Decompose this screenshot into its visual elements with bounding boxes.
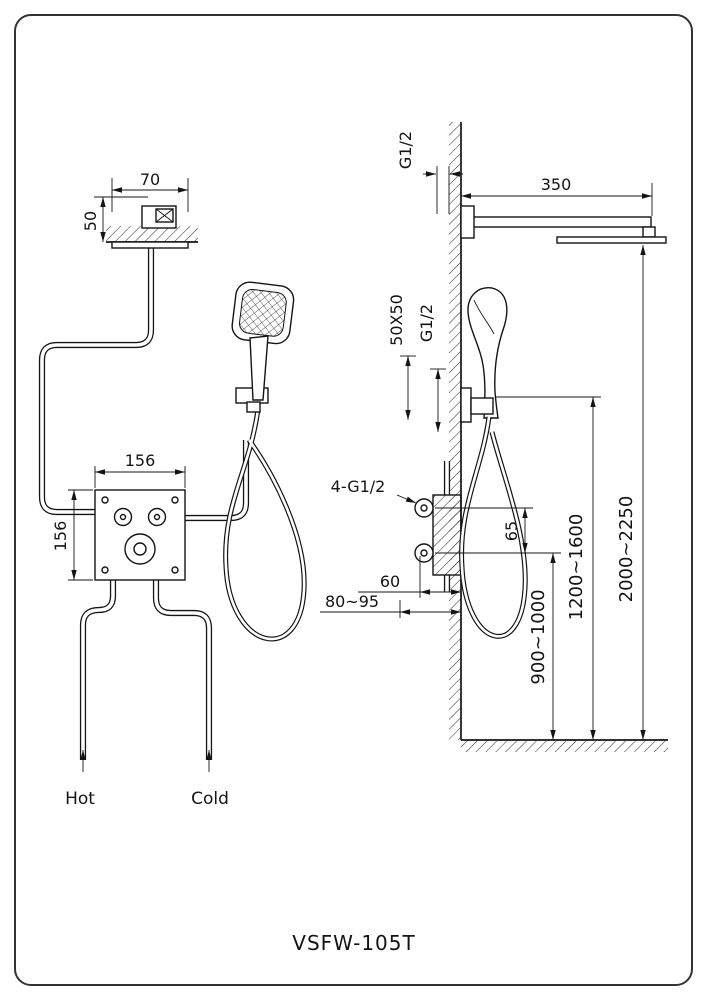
shower-arm: [460, 216, 652, 228]
dim-156-width: 156: [94, 451, 186, 488]
dim-70-label: 70: [140, 170, 160, 189]
dim-80-95: 80~95: [320, 592, 461, 618]
ceiling-mount-detail: [155, 208, 174, 223]
ceiling-hatch: [106, 226, 198, 242]
hose-nut-left: [246, 401, 261, 413]
dim-g12-top: G1/2: [396, 131, 463, 214]
slider-holder: [470, 397, 494, 415]
dim-900-1000-label: 900~1000: [528, 589, 549, 684]
valve-port: [113, 507, 133, 527]
supply-pipes: [38, 248, 250, 760]
inlet-port-upper: [414, 498, 434, 518]
rain-head-plate: [556, 236, 667, 244]
dim-156h-label: 156: [51, 521, 70, 552]
dim-50x50-label: 50X50: [387, 294, 406, 346]
dim-g12-mid: G1/2: [417, 304, 446, 432]
dim-60: 60: [358, 556, 461, 598]
dim-70: 70: [111, 170, 189, 212]
supply-flow: Hot Cold: [65, 750, 229, 809]
dim-4g12-label: 4-G1/2: [331, 477, 386, 496]
dim-2000-2250-label: 2000~2250: [616, 496, 637, 603]
g12-mid-label: G1/2: [417, 304, 436, 342]
dim-60-label: 60: [380, 572, 400, 591]
cold-label: Cold: [191, 789, 229, 809]
dim-156w-label: 156: [125, 451, 156, 470]
hand-shower-handle-left: [249, 335, 269, 401]
ceiling-shower-head: [111, 205, 189, 249]
mixer-knob: [124, 533, 156, 565]
screw-icon: [101, 566, 109, 574]
hot-label: Hot: [65, 789, 95, 809]
mixer-body-side: [432, 494, 462, 576]
floor-hatch: [461, 741, 668, 752]
dim-50: 50: [81, 196, 148, 242]
dim-156-height: 156: [51, 489, 93, 581]
hand-shower-right: [459, 287, 528, 639]
screw-icon: [171, 496, 179, 504]
screw-icon: [171, 566, 179, 574]
dim-50-label: 50: [81, 211, 100, 231]
dim-350-label: 350: [541, 175, 572, 194]
dim-65-label: 65: [502, 521, 521, 541]
dim-2000-2250: 2000~2250: [616, 245, 646, 740]
dim-80-95-label: 80~95: [325, 592, 379, 611]
g12-top-label: G1/2: [396, 131, 415, 169]
model-number: VSFW-105T: [292, 931, 415, 955]
valve-port: [147, 507, 167, 527]
dim-900-1000: 900~1000: [528, 553, 556, 740]
dim-65: 65: [435, 507, 561, 554]
wall-hatch: [449, 122, 461, 740]
hand-shower-spray-pattern: [239, 288, 287, 337]
dim-50x50: 50X50: [387, 294, 416, 420]
dim-350: 350: [461, 175, 653, 216]
slider-escutcheon: [460, 387, 472, 423]
screw-icon: [101, 496, 109, 504]
dim-4g12: 4-G1/2: [331, 477, 417, 504]
dim-1200-1600-label: 1200~1600: [566, 514, 587, 621]
arm-escutcheon: [460, 205, 475, 239]
arm-ball-joint: [642, 226, 656, 238]
mixer-box: [94, 489, 186, 581]
inlet-port-lower: [414, 543, 434, 563]
wall-shower-arm: [460, 205, 667, 244]
mixer-valve-front: [94, 489, 186, 581]
ceiling-shower-plate: [111, 241, 189, 249]
hand-shower-left: [223, 281, 307, 642]
dim-1200-1600: 1200~1600: [495, 396, 601, 740]
